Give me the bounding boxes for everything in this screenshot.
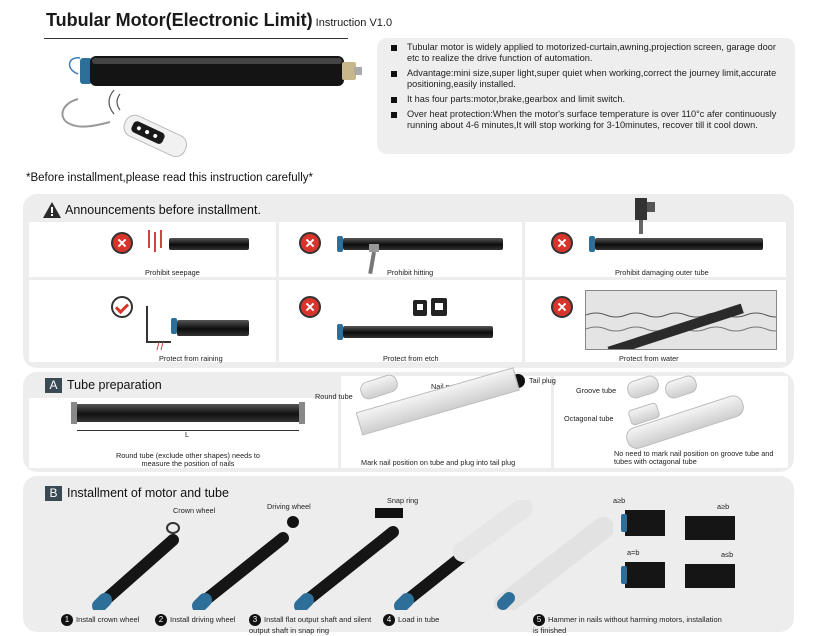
warning-icon	[43, 202, 61, 218]
announcements-title: Announcements before installment.	[65, 203, 261, 217]
driving-wheel-label: Driving wheel	[267, 502, 311, 511]
tube-section-drawing	[625, 562, 665, 588]
motor-tube-drawing	[343, 326, 493, 338]
section-title: Installment of motor and tube	[67, 486, 229, 500]
prohibit-icon	[111, 232, 133, 254]
snap-ring-label: Snap ring	[387, 496, 419, 505]
motor-tube-drawing	[169, 238, 249, 250]
installation-steps-drawing	[92, 500, 613, 610]
motor-head-drawing	[621, 514, 627, 532]
motor-remote-illustration	[61, 56, 362, 158]
section-a-panel: A Tube preparation L Round tube (exclude …	[23, 367, 794, 472]
step-number: 3	[249, 614, 261, 626]
info-item: Tubular motor is widely applied to motor…	[389, 42, 787, 64]
drill-icon	[635, 198, 655, 234]
info-item: Over heat protection:When the motor's su…	[389, 109, 787, 131]
round-tube-drawing	[77, 404, 299, 422]
allowed-check-icon	[111, 296, 133, 318]
caption: Round tube (exclude other shapes) needs …	[115, 451, 260, 468]
info-item: It has four parts:motor,brake,gearbox an…	[389, 94, 787, 105]
prohibit-icon	[551, 232, 573, 254]
hammer-icon	[368, 244, 379, 274]
round-tube-label: Round tube	[315, 392, 353, 401]
section-a-heading: A Tube preparation	[45, 378, 162, 393]
caption: Mark nail position on tube and plug into…	[361, 458, 516, 467]
section-letter: A	[45, 378, 62, 393]
caption: Protect from etch	[383, 354, 439, 363]
announcement-cell	[279, 280, 522, 362]
step-number: 4	[383, 614, 395, 626]
section-title: Tube preparation	[67, 378, 162, 392]
crown-wheel-label: Crown wheel	[173, 506, 216, 515]
section-b-panel: B Installment of motor and tube Crown whe…	[23, 476, 794, 635]
step-number: 2	[155, 614, 167, 626]
motor-head-drawing	[171, 318, 177, 334]
motor-head-drawing	[337, 324, 343, 340]
dimension-line	[77, 430, 299, 431]
tube-section-drawing	[685, 516, 735, 540]
dimension-label: a≥b	[613, 496, 626, 505]
info-box: Tubular motor is widely applied to motor…	[377, 38, 795, 154]
version-label: Instruction V1.0	[315, 17, 393, 29]
motor-tube-drawing	[177, 320, 249, 336]
title-underline	[44, 38, 348, 39]
dimension-label: a≥b	[717, 502, 730, 511]
motor-head-drawing	[337, 236, 343, 252]
motor-tube-drawing	[343, 238, 503, 250]
caption: Protect from raining	[159, 354, 223, 363]
step-label: Load in tube	[398, 614, 440, 624]
groove-tube-label: Groove tube	[576, 386, 617, 395]
page-title: Tubular Motor(Electronic Limit)Instructi…	[46, 10, 393, 30]
prohibit-icon	[299, 296, 321, 318]
tail-plug-label: Tail plug	[529, 376, 556, 385]
dimension-label: a≤b	[721, 550, 734, 559]
tube-section-drawing	[625, 510, 665, 536]
motor-head-drawing	[589, 236, 595, 252]
prohibit-icon	[299, 232, 321, 254]
info-item: Advantage:mini size,super light,super qu…	[389, 68, 787, 90]
step-label: Install flat output shaft and silent out…	[249, 614, 372, 635]
step-label: Install driving wheel	[170, 614, 236, 624]
tube-end-cap	[71, 402, 77, 424]
prohibit-icon	[551, 296, 573, 318]
dimension-label: L	[185, 430, 190, 439]
water-drop-icon	[148, 230, 162, 252]
tube-section-drawing	[685, 564, 735, 588]
caption: No need to mark nail position on groove …	[614, 449, 774, 466]
dimension-label: a=b	[627, 548, 640, 557]
step-number: 1	[61, 614, 73, 626]
tube-end-cap	[299, 402, 305, 424]
caption: Protect from water	[619, 354, 679, 363]
step-number: 5	[533, 614, 545, 626]
water-tank-drawing	[585, 290, 787, 357]
bracket-drawing	[146, 306, 171, 351]
caption: Prohibit hitting	[387, 268, 434, 277]
before-installment-note: *Before installment,please read this ins…	[26, 172, 314, 184]
step-label: Hammer in nails without harming motors, …	[533, 614, 722, 635]
caption: Prohibit seepage	[145, 268, 200, 277]
section-letter: B	[45, 486, 62, 501]
caption: Prohibit damaging outer tube	[615, 268, 709, 277]
announcements-panel: Announcements before installment. Prohib…	[23, 194, 794, 368]
section-b-heading: B Installment of motor and tube	[45, 486, 229, 501]
chemical-bottles-icon	[413, 298, 447, 316]
motor-tube-drawing	[595, 238, 763, 250]
motor-head-drawing	[621, 566, 627, 584]
octagonal-tube-label: Octagonal tube	[564, 414, 614, 423]
step-label: Install crown wheel	[76, 614, 140, 624]
